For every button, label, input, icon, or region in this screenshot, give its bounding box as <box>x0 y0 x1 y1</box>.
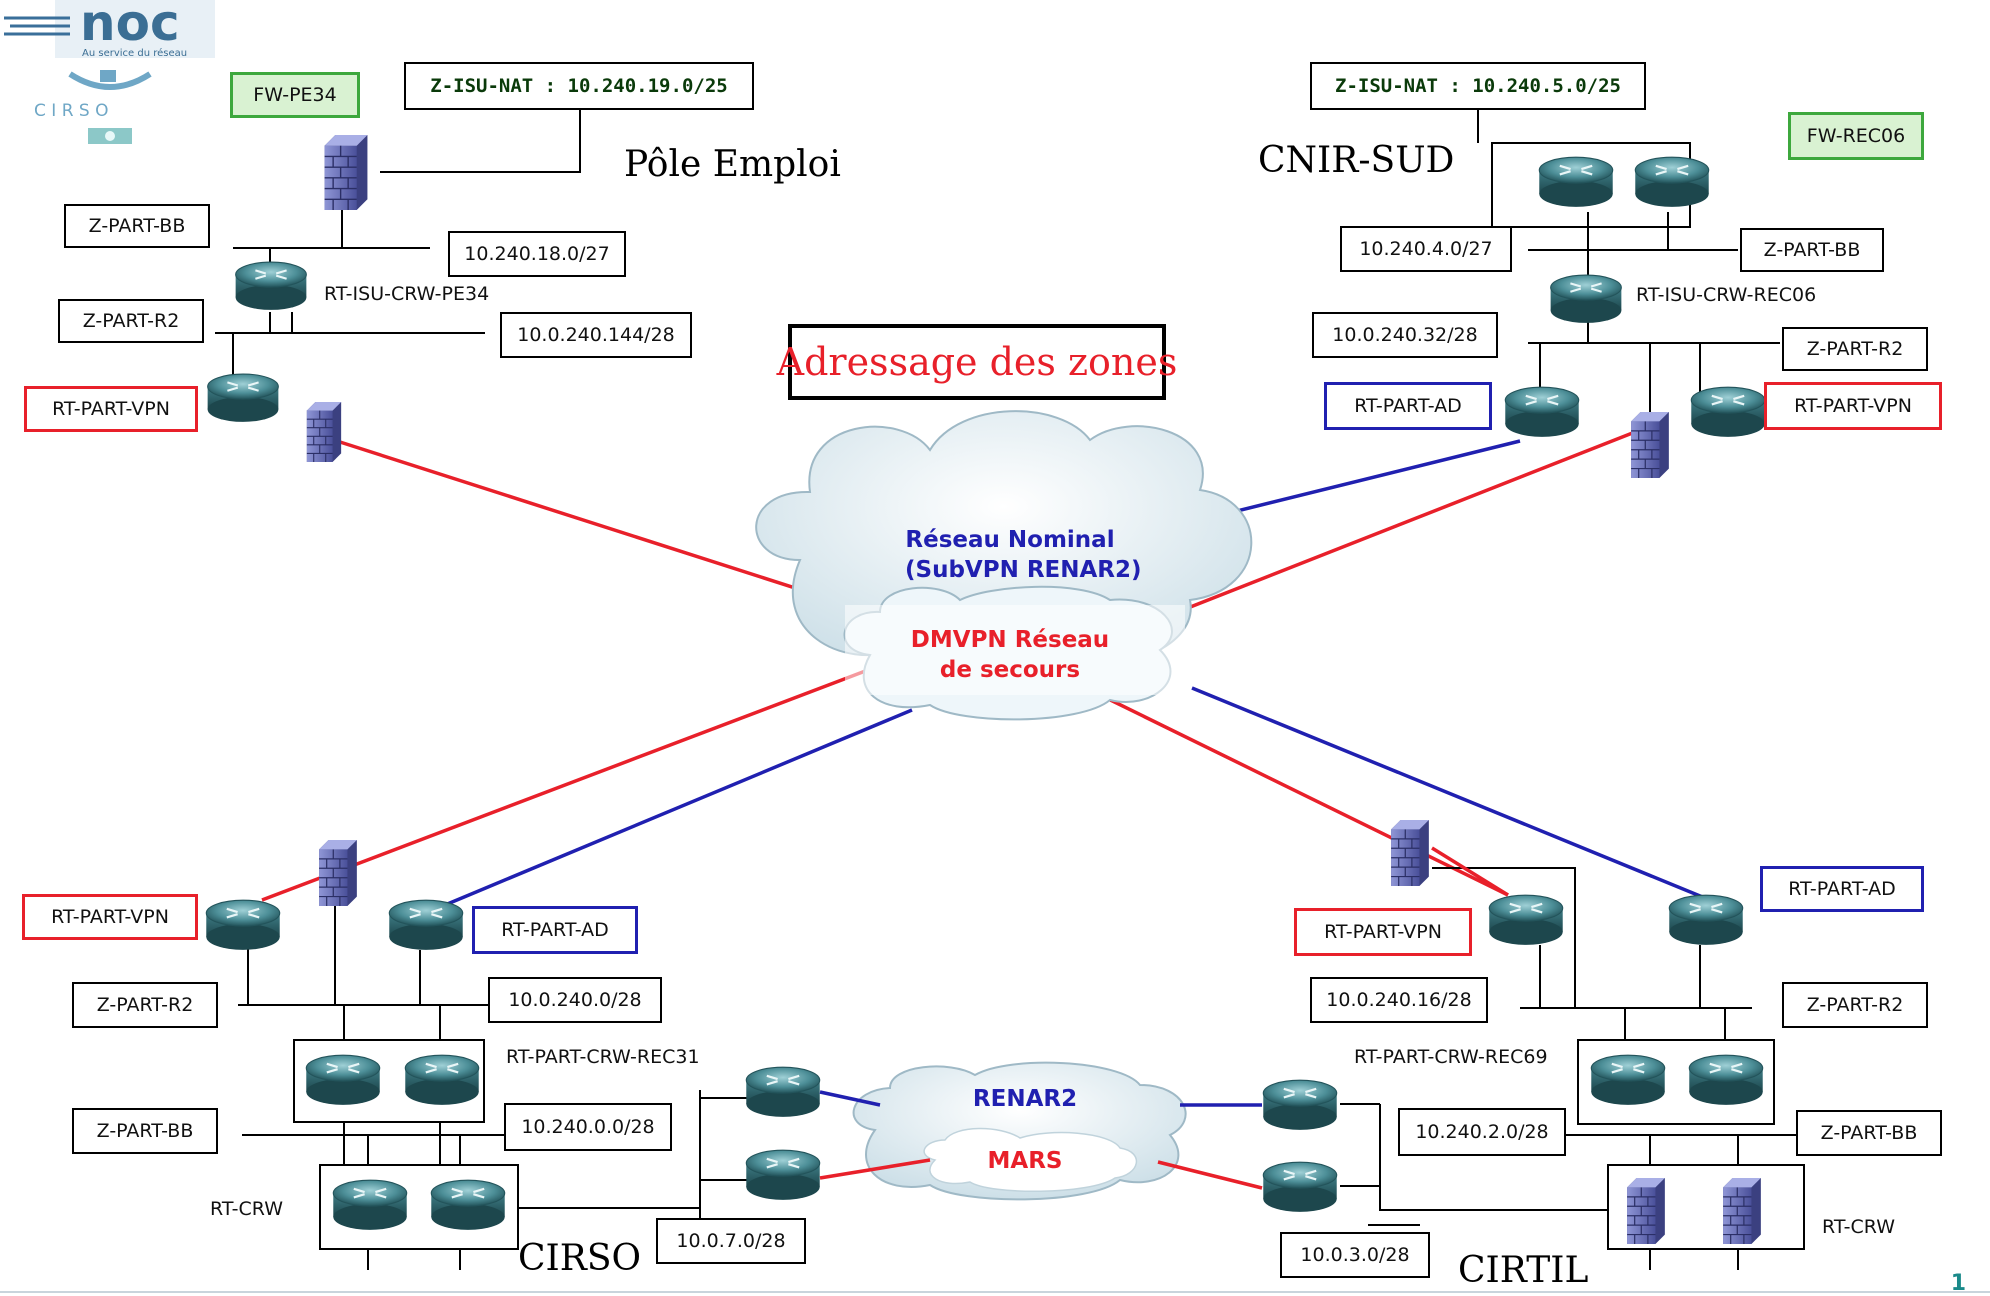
pe-firewall-icon <box>323 135 369 210</box>
cnir-vpn-link <box>1141 430 1636 628</box>
cnir-zr2-label: Z-PART-R2 <box>1782 327 1928 371</box>
cnir-vpn-label: RT-PART-VPN <box>1764 382 1942 430</box>
cirtil-vpn-router-icon <box>1488 894 1564 946</box>
cirso-net1-label: 10.0.240.0/28 <box>488 977 662 1023</box>
cirso-ad-label: RT-PART-AD <box>472 906 638 954</box>
cnir-ad-router-icon <box>1504 386 1580 438</box>
cirso-mars-link <box>819 1158 931 1180</box>
cnir-net1-label: 10.240.4.0/27 <box>1340 226 1512 272</box>
pe-net2-label: 10.0.240.144/28 <box>500 312 692 358</box>
cirtil-zbb-label: Z-PART-BB <box>1796 1110 1942 1156</box>
site-cirso: CIRSO <box>518 1238 642 1279</box>
site-cirtil: CIRTIL <box>1458 1250 1589 1291</box>
pe-net1-label: 10.240.18.0/27 <box>448 231 626 277</box>
cirso-crw-router-2-icon <box>430 1179 506 1231</box>
cirtil-crw-firewall-2-icon <box>1722 1178 1762 1244</box>
nominal-line2: (SubVPN RENAR2) <box>905 557 1142 583</box>
cirso-crw-rec-router-1-icon <box>305 1054 381 1106</box>
cirso-net2-label: 10.240.0.0/28 <box>504 1103 672 1151</box>
nominal-cloud-label: Réseau Nominal (SubVPN RENAR2) <box>905 525 1142 585</box>
pe-isu-router-icon <box>234 260 308 312</box>
cirso-zr2-label: Z-PART-R2 <box>72 982 218 1028</box>
cnir-isu-router-icon <box>1549 273 1623 325</box>
cirtil-vpn-label: RT-PART-VPN <box>1294 908 1472 956</box>
cirtil-mars-router-icon <box>1262 1161 1338 1213</box>
cirtil-net3-label: 10.0.3.0/28 <box>1280 1232 1430 1278</box>
cirtil-site <box>1340 867 1805 1270</box>
dmvpn-line2: de secours <box>939 657 1081 683</box>
cnir-vpn-firewall-icon <box>1630 412 1670 478</box>
dmvpn-cloud-label: DMVPN Réseau de secours <box>905 625 1115 685</box>
cirso-ad-router-icon <box>388 899 464 951</box>
cirtil-crw-firewall-1-icon <box>1626 1178 1666 1244</box>
cirtil-crw-label: RT-CRW <box>1822 1216 1896 1238</box>
cirso-net3-label: 10.0.7.0/28 <box>656 1218 806 1264</box>
dmvpn-line1: DMVPN Réseau <box>910 627 1110 653</box>
pe-router-label: RT-ISU-CRW-PE34 <box>324 283 490 305</box>
cirso-renar-link <box>819 1090 881 1107</box>
cnir-router-label: RT-ISU-CRW-REC06 <box>1636 284 1817 306</box>
cirso-crw-label: RT-CRW <box>210 1198 284 1220</box>
cirso-crw-router-1-icon <box>332 1179 408 1231</box>
noc-logo: noc Au service du réseau C I R S O <box>4 0 215 144</box>
cirso-vpn-firewall-icon <box>318 840 358 906</box>
cirtil-crw-rec-router-1-icon <box>1590 1054 1666 1106</box>
pe-zbb-label: Z-PART-BB <box>64 204 210 248</box>
cirso-zbb-label: Z-PART-BB <box>72 1108 218 1154</box>
cnir-fw-label: FW-REC06 <box>1788 112 1924 160</box>
cirtil-ad-router-icon <box>1668 894 1744 946</box>
cirtil-ad-label: RT-PART-AD <box>1760 866 1924 912</box>
cirtil-net1-label: 10.0.240.16/28 <box>1310 977 1488 1023</box>
cnir-fw-router-2-icon <box>1634 156 1710 208</box>
cirso-mars-router-icon <box>745 1149 821 1201</box>
pe-nat-label: Z-ISU-NAT : 10.240.19.0/25 <box>404 62 754 110</box>
cnir-zbb-label: Z-PART-BB <box>1740 228 1884 272</box>
cirtil-vpn-firewall-icon <box>1390 820 1430 886</box>
cirso-vpn-link <box>261 668 869 902</box>
cirso-crw-rec-label: RT-PART-CRW-REC31 <box>506 1046 700 1068</box>
pe-vpn-link <box>339 440 871 614</box>
nominal-line1: Réseau Nominal <box>905 527 1115 553</box>
mars-cloud-label: MARS <box>987 1148 1063 1174</box>
cirtil-vpn-link <box>1089 688 1509 897</box>
dmvpn-cloud <box>843 585 1185 721</box>
cnir-fw-router-1-icon <box>1538 156 1614 208</box>
cirso-ad-link <box>444 708 913 907</box>
cirtil-fw-vpn-link <box>1431 846 1509 897</box>
pe-vpn-router-icon <box>206 372 280 424</box>
cnir-vpn-router-icon <box>1690 386 1766 438</box>
logo-org: C I R S O <box>34 101 108 121</box>
cirtil-crw-rec-router-2-icon <box>1688 1054 1764 1106</box>
cirtil-ad-link <box>1191 686 1706 900</box>
cnir-net2-label: 10.0.240.32/28 <box>1312 312 1498 358</box>
renar2-cloud-label: RENAR2 <box>972 1086 1078 1112</box>
cirtil-mars-link <box>1157 1160 1263 1190</box>
pe-vpn-label: RT-PART-VPN <box>24 386 198 432</box>
pe-vpn-firewall-icon <box>306 402 342 462</box>
cnir-sud-site <box>1477 110 1780 412</box>
cirso-vpn-router-icon <box>205 899 281 951</box>
cirtil-net2-label: 10.240.2.0/28 <box>1398 1108 1566 1156</box>
pe-fw-label: FW-PE34 <box>230 72 360 118</box>
logo-name: noc <box>80 0 180 52</box>
site-pole-emploi: Pôle Emploi <box>624 144 841 185</box>
cirtil-renar-router-icon <box>1262 1079 1338 1131</box>
cirso-renar-router-icon <box>745 1066 821 1118</box>
pole-emploi-site <box>215 110 581 375</box>
cnir-nat-label: Z-ISU-NAT : 10.240.5.0/25 <box>1310 62 1646 110</box>
cnir-ad-label: RT-PART-AD <box>1324 382 1492 430</box>
page-number: 1 <box>1950 1271 1966 1296</box>
cirso-vpn-label: RT-PART-VPN <box>22 894 198 940</box>
cirso-site <box>238 880 748 1270</box>
cirso-crw-rec-router-2-icon <box>404 1054 480 1106</box>
cirtil-crw-rec-label: RT-PART-CRW-REC69 <box>1354 1046 1548 1068</box>
site-cnir-sud: CNIR-SUD <box>1258 140 1455 181</box>
diagram-title: Adressage des zones <box>777 324 1177 400</box>
renar2-cloud <box>852 1061 1187 1201</box>
logo-tagline: Au service du réseau <box>82 47 187 59</box>
pe-zr2-label: Z-PART-R2 <box>58 299 204 343</box>
cirtil-zr2-label: Z-PART-R2 <box>1782 982 1928 1028</box>
